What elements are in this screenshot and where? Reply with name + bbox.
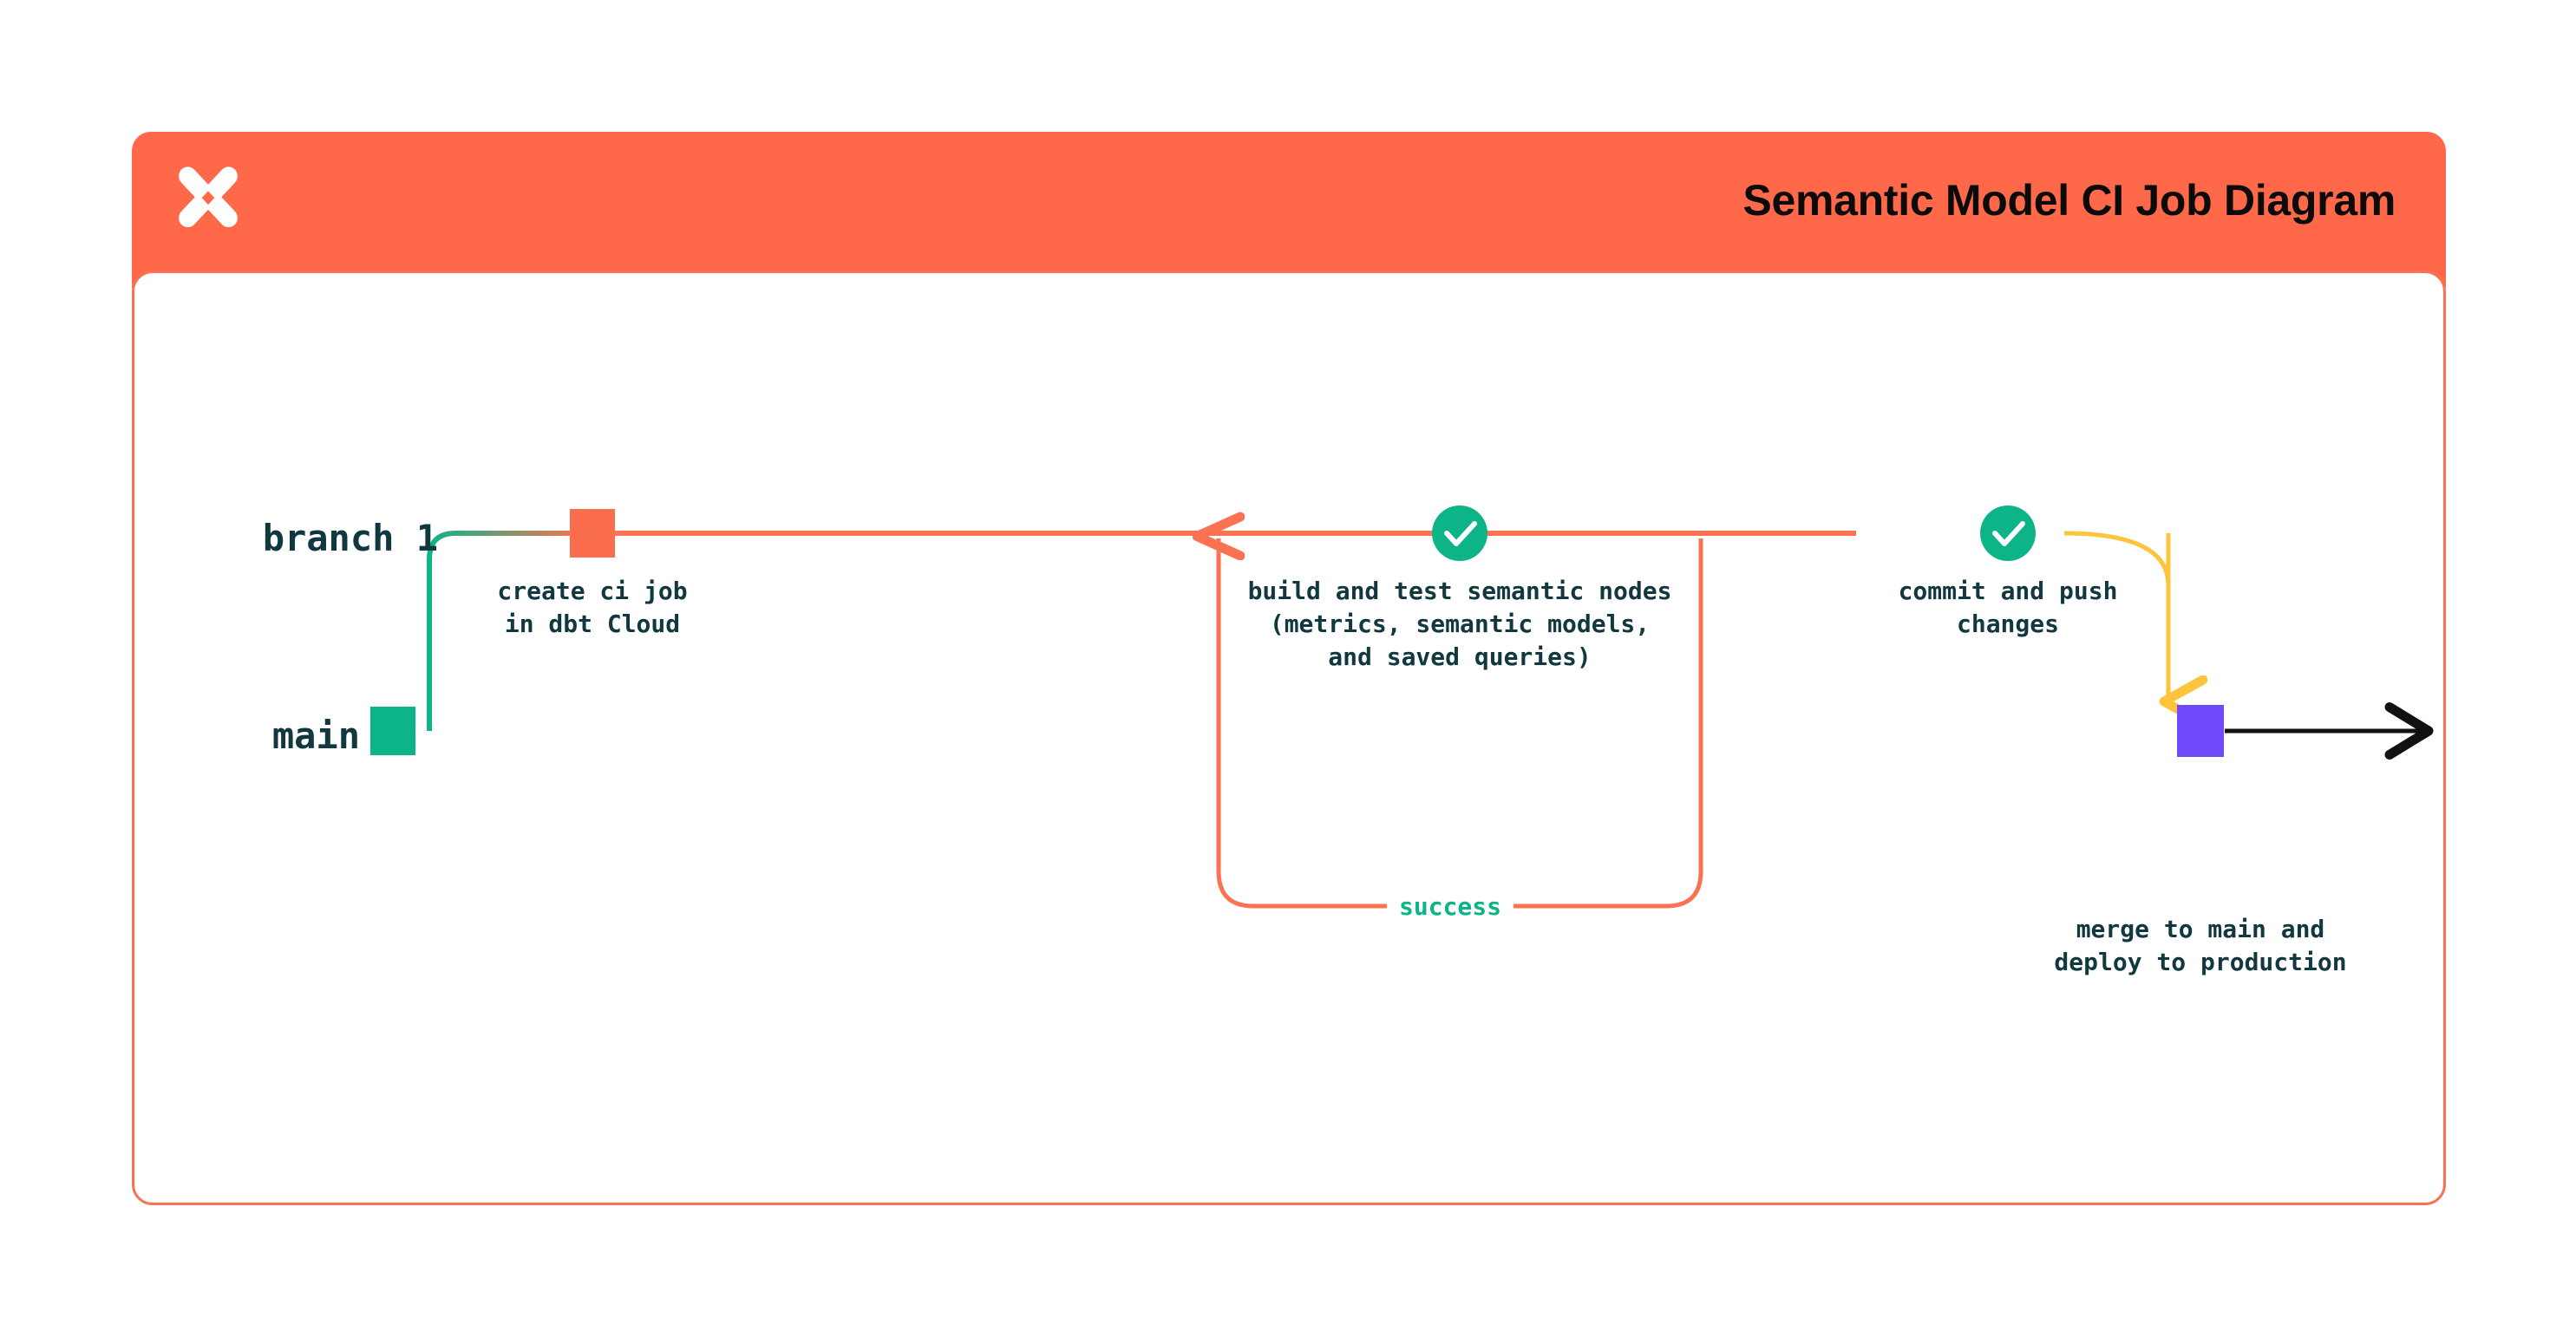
branch-split-path [427,531,585,731]
check-icon [1992,521,2025,546]
node-create-ci-job [570,509,615,558]
page-title: Semantic Model CI Job Diagram [1742,176,2396,225]
node-build-and-test-circle [1432,505,1487,561]
dbt-logo-icon [168,160,248,239]
node-label-build-and-test: build and test semantic nodes (metrics, … [1247,577,1672,671]
merge-edge-corner [2063,531,2171,586]
card-body: branch 1 main create ci job in dbt Cloud… [132,271,2446,1205]
ci-job-diagram: branch 1 main create ci job in dbt Cloud… [134,273,2449,1208]
node-commit-and-push-circle [1980,505,2036,561]
node-label-commit-and-push: commit and push changes [1898,577,2118,638]
node-merge-to-main [2177,705,2224,757]
check-icon [1444,521,1477,546]
edge-label-success: success [1387,890,1514,923]
lane-label-main: main [271,714,360,757]
node-label-merge-to-main: merge to main and deploy to production [2054,915,2347,976]
lane-label-branch-1: branch 1 [262,517,438,559]
card-header: Semantic Model CI Job Diagram [132,132,2446,288]
node-label-create-ci-job: create ci job in dbt Cloud [497,577,688,638]
diagram-card: Semantic Model CI Job Diagram [132,132,2446,1205]
node-main-start [370,707,415,755]
